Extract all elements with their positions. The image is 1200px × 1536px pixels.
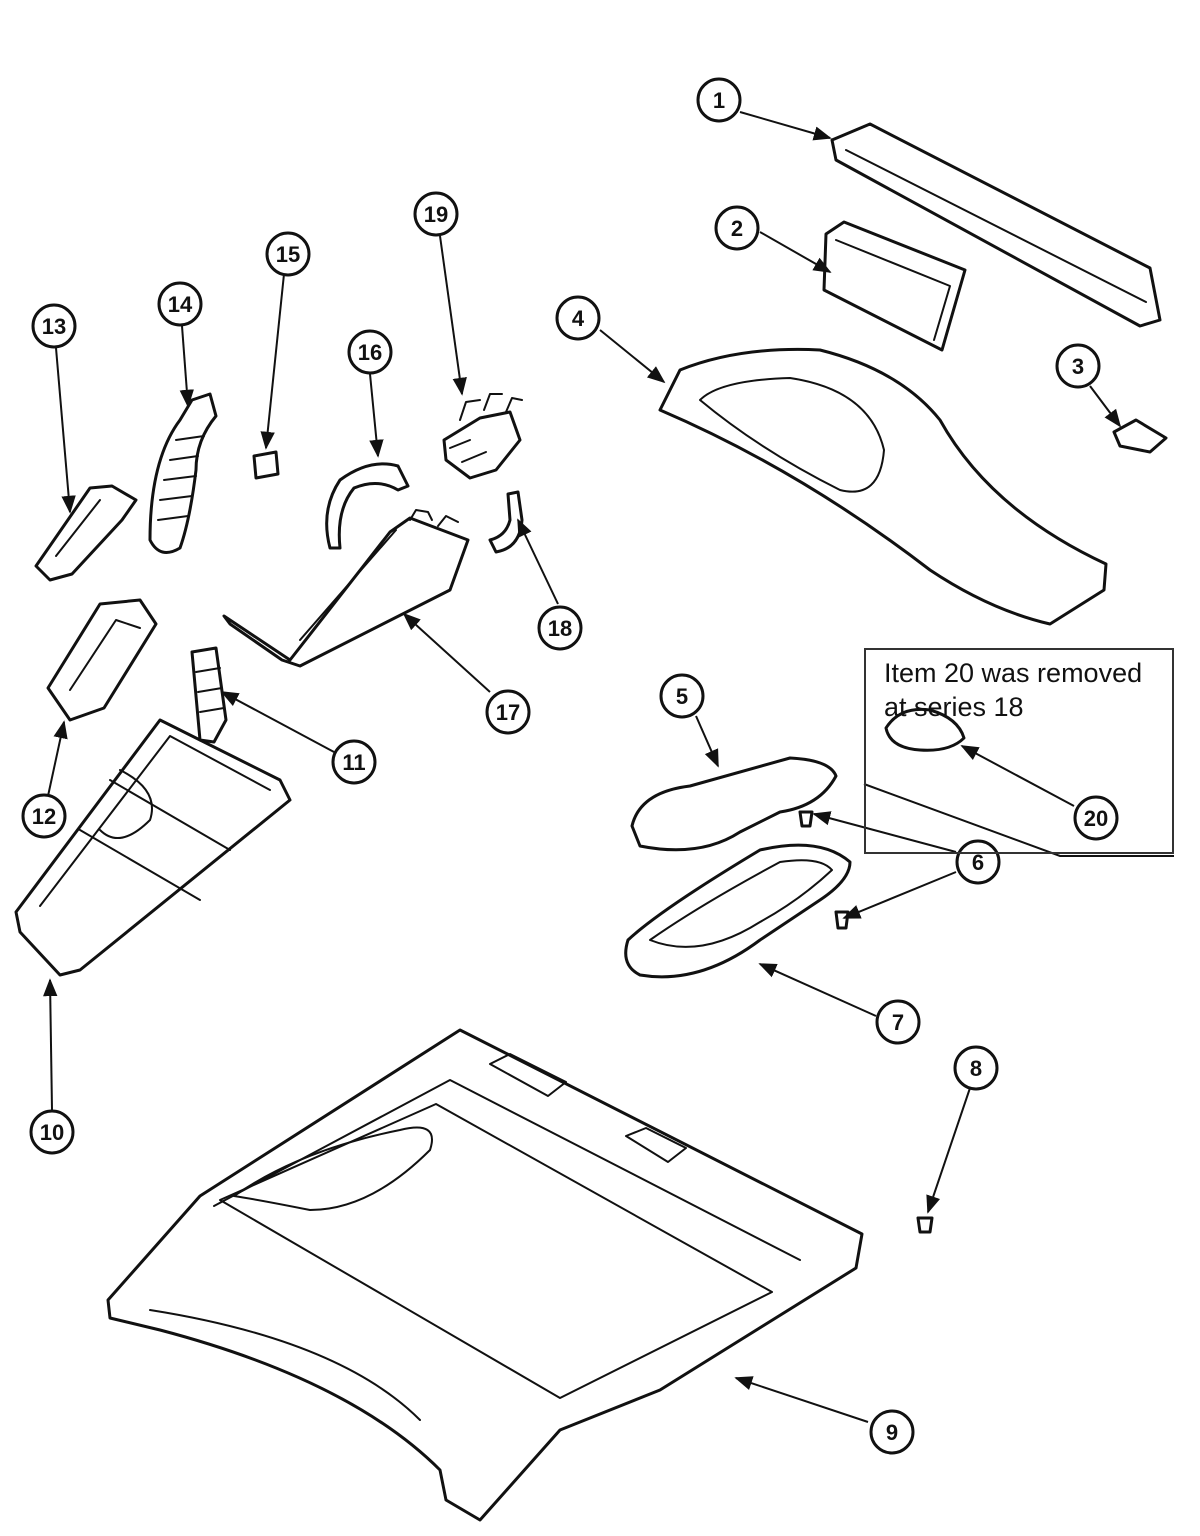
callout-7-label: 7 (892, 1010, 904, 1035)
callout-10: 10 (29, 1109, 75, 1155)
part-1-console-rail (830, 122, 1162, 328)
callout-20-label: 20 (1084, 806, 1108, 831)
callout-15-label: 15 (276, 242, 300, 267)
callout-19-label: 19 (424, 202, 448, 227)
callout-3: 3 (1055, 343, 1101, 389)
callout-17: 17 (485, 689, 531, 735)
callout-8: 8 (953, 1045, 999, 1091)
callout-2-label: 2 (731, 216, 743, 241)
part-7-bezel-frame (624, 843, 852, 979)
callout-5: 5 (659, 673, 705, 719)
callout-3-label: 3 (1072, 354, 1084, 379)
note-line-1: Item 20 was removed (884, 658, 1143, 688)
callout-12: 12 (21, 793, 67, 839)
part-17-inlet-tray (222, 509, 470, 668)
part-14-bellows-hose (148, 392, 218, 554)
part-16-hose (325, 462, 410, 550)
callout-13: 13 (31, 303, 77, 349)
callout-9: 9 (869, 1409, 915, 1455)
callout-12-label: 12 (32, 804, 56, 829)
note-line-2: at series 18 (884, 692, 1024, 722)
callout-13-label: 13 (42, 314, 66, 339)
callout-6: 6 (955, 839, 1001, 885)
callout-4-label: 4 (572, 306, 585, 331)
callout-16: 16 (347, 329, 393, 375)
callout-6-label: 6 (972, 850, 984, 875)
callout-18: 18 (537, 605, 583, 651)
callout-18-label: 18 (548, 616, 572, 641)
callout-10-label: 10 (40, 1120, 64, 1145)
part-9-top-cover (106, 1028, 864, 1522)
callout-19: 19 (413, 191, 459, 237)
callout-11-label: 11 (342, 750, 365, 775)
callout-16-label: 16 (358, 340, 382, 365)
leader-lines (43, 111, 1174, 1423)
callout-17-label: 17 (496, 700, 520, 725)
callout-20: 20 (1073, 795, 1119, 841)
callout-4: 4 (555, 295, 601, 341)
part-20-removed-cap (884, 707, 966, 752)
callout-11: 11 (331, 739, 377, 785)
part-19-water-valve (442, 393, 523, 480)
callout-1: 1 (696, 77, 742, 123)
part-18-small-hose (488, 490, 524, 554)
callout-1-label: 1 (713, 88, 725, 113)
part-4-console-housing (658, 347, 1108, 626)
callout-5-label: 5 (676, 684, 688, 709)
part-13-siphon-cap (34, 484, 138, 582)
callout-2: 2 (714, 205, 760, 251)
callout-14-label: 14 (168, 292, 193, 317)
callout-9-label: 9 (886, 1420, 898, 1445)
part-2-control-board (822, 220, 967, 352)
part-3-clip (1112, 418, 1168, 454)
part-12-dispenser-cup (46, 598, 158, 722)
callout-15: 15 (265, 231, 311, 277)
callout-8-label: 8 (970, 1056, 982, 1081)
part-15-small-clip (252, 450, 280, 480)
removed-item-note-box (864, 648, 1174, 854)
part-10-dispenser-housing (14, 718, 292, 977)
callout-14: 14 (157, 281, 203, 327)
callout-7: 7 (875, 999, 921, 1045)
part-8-screw (916, 1216, 934, 1234)
part-11-filter-screen (190, 646, 228, 744)
removed-item-note: Item 20 was removed at series 18 (884, 656, 1164, 724)
part-5-lid (630, 756, 838, 852)
